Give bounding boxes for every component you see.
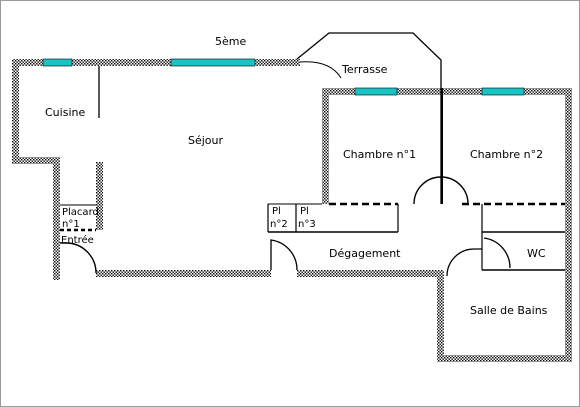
- wc-door: [483, 237, 511, 269]
- label-placard2-line1: Pl: [272, 206, 281, 217]
- wall-sdb-left: [437, 270, 444, 362]
- label-entree: Entrée: [61, 234, 94, 246]
- degagement-door: [270, 239, 298, 271]
- wall-placard-right: [96, 162, 103, 230]
- wall-bottom: [96, 270, 271, 277]
- label-cuisine: Cuisine: [45, 106, 85, 119]
- room-labels: 5ème Terrasse Cuisine Séjour Chambre n°1…: [45, 35, 548, 317]
- wall-step-bottom: [12, 157, 60, 164]
- windows: [42, 58, 525, 96]
- wall-chambre-divider: [441, 88, 443, 204]
- wall-top-left: [12, 59, 300, 66]
- floor-label: 5ème: [215, 35, 246, 48]
- terrasse-door: [299, 61, 342, 79]
- label-salle-de-bains: Salle de Bains: [470, 304, 548, 317]
- label-chambre2: Chambre n°2: [470, 148, 543, 161]
- entree-door: [60, 242, 97, 274]
- label-placard3-line2: n°3: [298, 219, 316, 230]
- wall-sdb-bottom: [437, 355, 572, 362]
- label-placard2-line2: n°2: [270, 219, 288, 230]
- label-terrasse: Terrasse: [341, 63, 388, 76]
- wall-entry-left: [53, 157, 60, 280]
- label-chambre1: Chambre n°1: [343, 148, 416, 161]
- wall-right: [565, 88, 572, 362]
- wall-right-top: [322, 88, 572, 95]
- label-wc: WC: [527, 247, 546, 260]
- window-chambre2: [481, 87, 525, 96]
- window-cuisine: [42, 58, 73, 67]
- label-sejour: Séjour: [188, 134, 224, 147]
- label-placard1-line2: n°1: [62, 219, 80, 230]
- terrasse-outline: [296, 32, 442, 204]
- window-sejour: [170, 58, 256, 67]
- wall-bottom-right: [297, 270, 442, 277]
- label-placard3-line1: Pl: [300, 206, 309, 217]
- sdb-door: [446, 248, 482, 277]
- label-degagement: Dégagement: [329, 247, 401, 260]
- wall-left: [12, 59, 19, 164]
- chambres-double-door: [413, 176, 469, 205]
- walls: [12, 59, 572, 362]
- label-placard1-line1: Placard: [62, 207, 99, 218]
- wall-chambre1-left: [322, 88, 329, 204]
- window-chambre1: [354, 87, 398, 96]
